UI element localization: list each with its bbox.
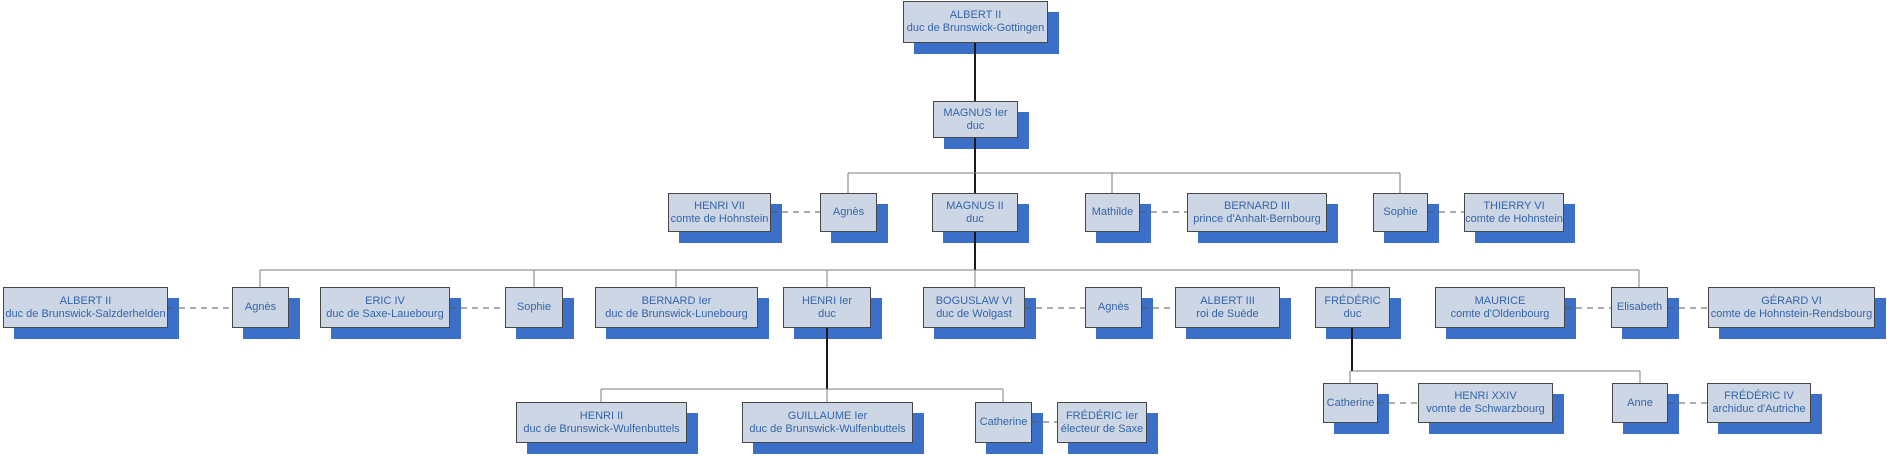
person-node-sophie-r4[interactable]: Sophie	[505, 287, 563, 328]
person-name: FRÉDÉRIC	[1324, 294, 1381, 307]
person-title: duc de Brunswick-Wulfenbuttels	[749, 422, 906, 435]
person-name: ALBERT II	[59, 294, 112, 307]
person-title: duc de Brunswick-Salzderhelden	[5, 307, 166, 320]
person-node-catherine-1[interactable]: Catherine	[975, 402, 1032, 443]
person-name: Agnès	[832, 206, 865, 218]
person-title: vomte de Schwarzbourg	[1426, 403, 1545, 415]
person-title: duc	[818, 307, 836, 320]
person-node-mathilde[interactable]: Mathilde	[1085, 193, 1140, 232]
person-name: MAURICE	[1474, 294, 1526, 307]
person-name: ERIC IV	[365, 294, 405, 307]
person-title: duc	[1343, 307, 1362, 320]
person-node-agnes-r4-1[interactable]: Agnès	[232, 287, 289, 328]
person-title: duc de Brunswick-Wulfenbuttels	[523, 422, 680, 435]
person-title: prince d'Anhalt-Bernbourg	[1193, 212, 1321, 225]
person-title: duc de Brunswick-Gottingen	[906, 22, 1045, 34]
person-name: Anne	[1627, 396, 1653, 409]
person-title: duc	[966, 119, 985, 132]
person-title: roi de Suède	[1196, 307, 1259, 320]
person-title: duc de Wolgast	[936, 307, 1012, 320]
person-title: comte de Hohnstein-Rendsbourg	[1710, 307, 1873, 320]
person-name: GUILLAUME Ier	[787, 409, 868, 422]
person-name: Mathilde	[1091, 206, 1134, 218]
person-node-agnes-r3[interactable]: Agnès	[820, 193, 877, 232]
person-name: Sophie	[1383, 206, 1418, 218]
person-name: MAGNUS II	[946, 199, 1004, 212]
person-name: HENRI VII	[694, 199, 745, 212]
person-name: THIERRY VI	[1483, 199, 1545, 212]
person-title: duc de Saxe-Lauebourg	[326, 307, 444, 320]
person-title: duc	[966, 212, 984, 225]
person-node-agnes-r4-2[interactable]: Agnès	[1085, 287, 1142, 328]
person-name: FRÉDÉRIC IV	[1724, 390, 1794, 402]
person-name: ALBERT III	[1200, 294, 1255, 307]
person-name: MAGNUS Ier	[943, 106, 1008, 119]
person-name: HENRI II	[579, 409, 624, 422]
person-title: électeur de Saxe	[1060, 422, 1144, 435]
person-name: ALBERT II	[949, 9, 1002, 21]
person-title: archiduc d'Autriche	[1712, 403, 1806, 415]
person-title: duc de Brunswick-Lunebourg	[605, 307, 748, 320]
person-node-catherine-2[interactable]: Catherine	[1323, 383, 1378, 423]
person-title: comte d'Oldenbourg	[1450, 307, 1550, 320]
person-name: HENRI XXIV	[1454, 390, 1517, 402]
person-name: BOGUSLAW VI	[935, 294, 1013, 307]
person-name: Sophie	[516, 301, 552, 313]
person-title: comte de Hohnstein	[670, 212, 769, 225]
person-name: Agnès	[244, 301, 277, 313]
person-node-anne[interactable]: Anne	[1612, 383, 1668, 423]
person-name: Agnès	[1097, 301, 1130, 313]
person-name: Catherine	[1326, 396, 1375, 409]
person-name: BERNARD Ier	[641, 294, 712, 307]
person-name: HENRI Ier	[801, 294, 853, 307]
person-node-elisabeth[interactable]: Elisabeth	[1611, 287, 1668, 328]
person-node-sophie-r3[interactable]: Sophie	[1373, 193, 1428, 232]
person-name: FRÉDÉRIC Ier	[1065, 409, 1139, 422]
person-name: BERNARD III	[1223, 199, 1290, 212]
person-name: GÉRARD VI	[1761, 294, 1822, 307]
person-title: comte de Hohnstein	[1465, 212, 1563, 225]
person-name: Elisabeth	[1616, 301, 1663, 313]
person-name: Catherine	[979, 416, 1028, 428]
